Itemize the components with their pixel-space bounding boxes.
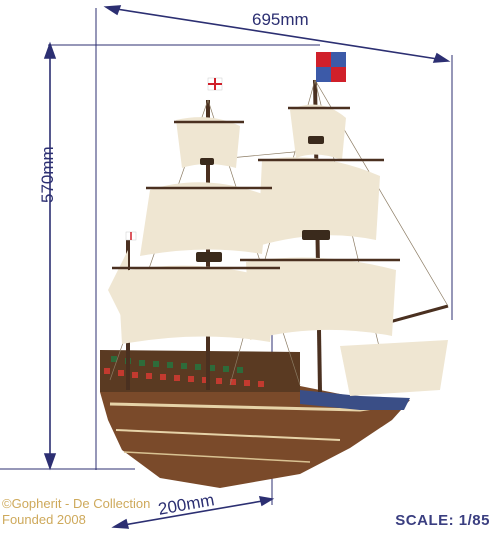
- scale-label: SCALE: 1/85: [395, 512, 490, 529]
- watermark: ©Gopherit - De Collection Founded 2008: [2, 496, 150, 528]
- watermark-line-2: Founded 2008: [2, 512, 86, 527]
- length-dimension-label: 695mm: [252, 10, 309, 29]
- sails: [108, 104, 448, 396]
- crows-nests: [196, 136, 330, 262]
- yards: [112, 106, 400, 270]
- dimension-lines: [0, 5, 453, 529]
- height-dimension-label: 570mm: [38, 146, 57, 203]
- watermark-line-1: ©Gopherit - De Collection: [2, 496, 151, 511]
- flags: [125, 52, 346, 241]
- ship-hull: [100, 350, 410, 488]
